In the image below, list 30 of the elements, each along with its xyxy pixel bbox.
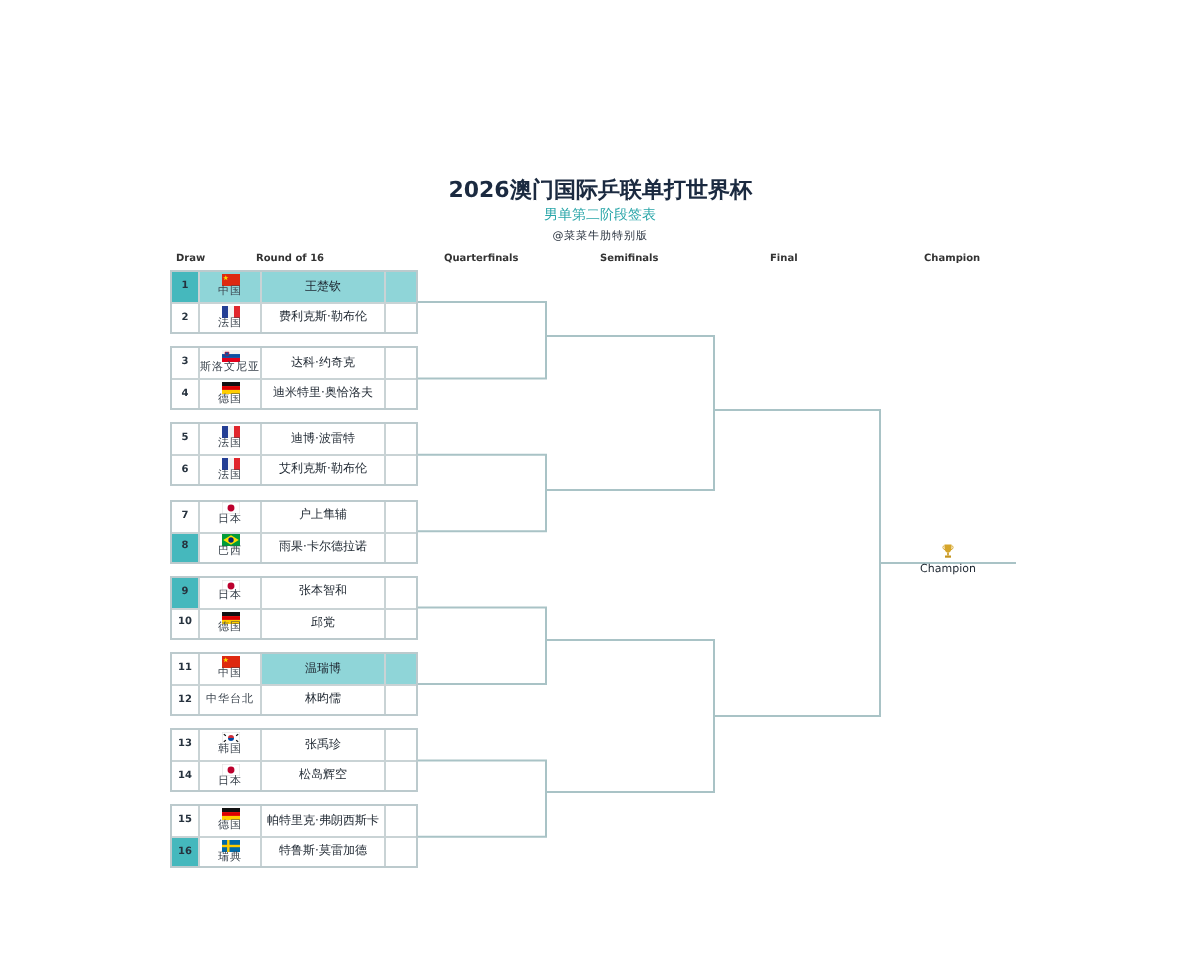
bracket-line	[545, 639, 715, 717]
player-row	[172, 760, 416, 791]
player-row	[172, 607, 416, 638]
player-row	[172, 684, 416, 714]
player-row	[172, 378, 416, 409]
match-box	[170, 422, 418, 487]
player-row	[172, 272, 416, 302]
title: 2026澳门国际乒联单打世界杯	[448, 179, 752, 201]
match-box	[170, 652, 418, 716]
bracket-line	[417, 335, 547, 380]
bracket-line	[417, 606, 547, 641]
match-box	[170, 346, 418, 411]
player-row	[172, 531, 416, 562]
match-box	[170, 804, 418, 869]
player-row	[172, 806, 416, 837]
match-box	[170, 575, 418, 640]
bracket-line	[417, 453, 547, 491]
bracket-line	[545, 409, 715, 491]
bracket-line	[417, 639, 547, 685]
match-box	[170, 499, 418, 564]
bracket-line	[417, 489, 547, 533]
match-box	[170, 728, 418, 793]
bracket-line	[713, 561, 881, 717]
bracket-line	[417, 791, 547, 838]
player-row	[172, 836, 416, 867]
player-row	[172, 302, 416, 332]
bracket-line	[417, 759, 547, 793]
player-row	[172, 454, 416, 485]
match-box	[170, 270, 418, 334]
bracket-line	[545, 715, 715, 793]
